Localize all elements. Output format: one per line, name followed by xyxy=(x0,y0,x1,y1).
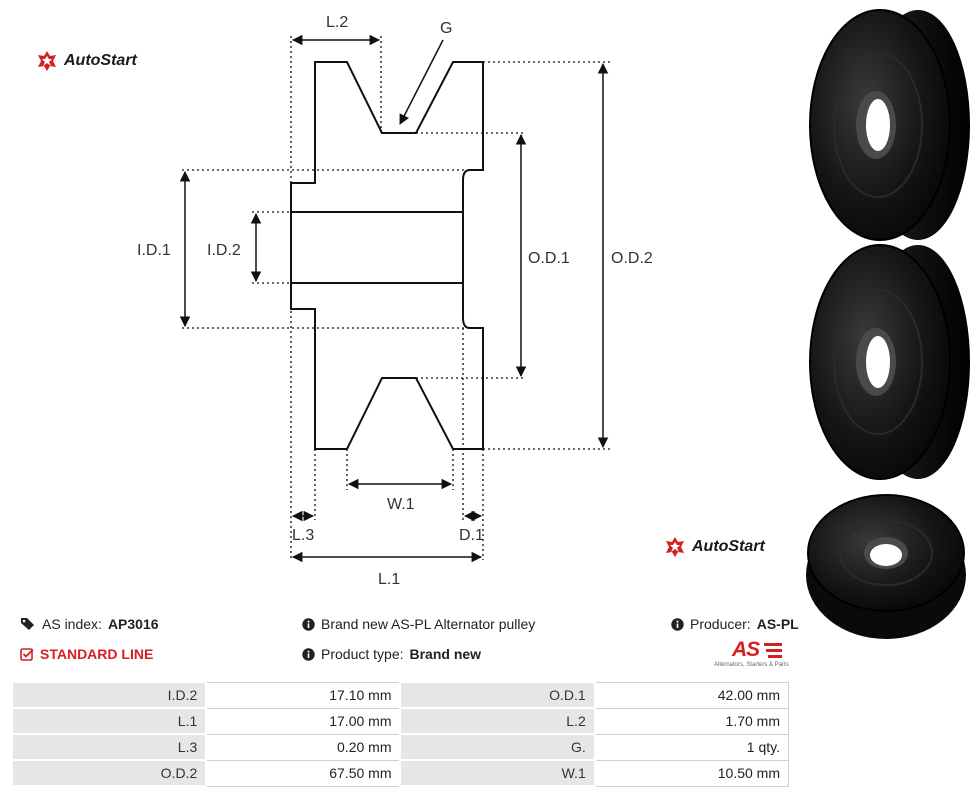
check-square-icon xyxy=(20,648,34,661)
spec-value: 67.50 mm xyxy=(205,759,401,787)
specs-table: I.D.2 17.10 mm O.D.1 42.00 mm L.1 17.00 … xyxy=(10,681,789,787)
product-photo-side-2 xyxy=(809,244,970,480)
standard-line-label: STANDARD LINE xyxy=(40,646,154,662)
product-type-value: Brand new xyxy=(409,646,482,662)
table-row: O.D.2 67.50 mm W.1 10.50 mm xyxy=(10,759,789,787)
dim-label-l1: L.1 xyxy=(378,571,400,588)
as-index-row: AS index: AP3016 xyxy=(20,616,159,632)
dim-label-od2: O.D.2 xyxy=(611,250,653,267)
table-row: I.D.2 17.10 mm O.D.1 42.00 mm xyxy=(10,681,789,709)
info-circle-icon xyxy=(671,617,684,631)
dim-label-d1: D.1 xyxy=(459,527,484,544)
dim-label-id1: I.D.1 xyxy=(137,242,171,259)
spec-label: O.D.2 xyxy=(10,759,208,787)
autostart-logo-text-secondary: AutoStart xyxy=(692,538,765,555)
spec-value: 1.70 mm xyxy=(594,707,789,735)
table-row: L.1 17.00 mm L.2 1.70 mm xyxy=(10,707,789,735)
spec-label: L.1 xyxy=(10,707,208,735)
spec-label: I.D.2 xyxy=(10,681,208,709)
as-pl-logo-stripe xyxy=(768,655,782,658)
as-index-label: AS index: xyxy=(42,616,102,632)
spec-label: W.1 xyxy=(399,759,596,787)
dim-label-g: G xyxy=(440,20,452,37)
product-photos xyxy=(806,9,970,639)
spec-value: 17.10 mm xyxy=(205,681,401,709)
spec-value: 42.00 mm xyxy=(594,681,789,709)
autostart-logo: AutoStart xyxy=(36,50,137,72)
autostart-logo-secondary: AutoStart xyxy=(664,536,765,558)
producer-row: Producer: AS-PL xyxy=(671,616,799,632)
spec-label: O.D.1 xyxy=(399,681,596,709)
spec-value: 0.20 mm xyxy=(205,733,401,761)
spec-value: 1 qty. xyxy=(594,733,789,761)
autostart-logo-mark xyxy=(38,51,56,71)
tags-icon xyxy=(21,618,34,630)
spec-label: L.2 xyxy=(399,707,596,735)
spec-value: 10.50 mm xyxy=(594,759,789,787)
product-photo-side-1 xyxy=(809,9,970,241)
standard-line-row: STANDARD LINE xyxy=(20,646,153,662)
description-row: Brand new AS-PL Alternator pulley xyxy=(302,616,535,632)
dim-label-od1: O.D.1 xyxy=(528,250,570,267)
info-circle-icon xyxy=(302,617,315,631)
spec-label: L.3 xyxy=(10,733,208,761)
as-pl-logo-stripe xyxy=(766,649,782,652)
pulley-technical-drawing: L.2 G I.D.1 I.D.2 O.D.1 O.D.2 W.1 L.3 D.… xyxy=(137,14,653,588)
dim-label-id2: I.D.2 xyxy=(207,242,241,259)
spec-value: 17.00 mm xyxy=(205,707,401,735)
as-pl-logo: AS Alternators, Starters & Parts xyxy=(714,638,794,672)
producer-value: AS-PL xyxy=(756,616,799,632)
dim-label-l3: L.3 xyxy=(292,527,314,544)
as-index-value: AP3016 xyxy=(107,616,159,632)
autostart-logo-text: AutoStart xyxy=(64,52,137,69)
as-pl-logo-tagline: Alternators, Starters & Parts xyxy=(714,662,789,668)
autostart-logo-mark-secondary xyxy=(666,537,684,557)
dim-label-w1: W.1 xyxy=(387,496,415,513)
description-text: Brand new AS-PL Alternator pulley xyxy=(321,616,536,632)
spec-label: G. xyxy=(399,733,596,761)
as-pl-logo-stripe xyxy=(764,643,782,646)
table-row: L.3 0.20 mm G. 1 qty. xyxy=(10,733,789,761)
product-type-label: Product type: xyxy=(321,646,404,662)
as-pl-logo-mark: AS xyxy=(732,638,760,661)
product-type-row: Product type: Brand new xyxy=(302,646,481,662)
producer-label: Producer: xyxy=(690,616,751,632)
info-circle-icon xyxy=(302,647,315,661)
product-photo-angled xyxy=(806,494,966,639)
dim-label-l2: L.2 xyxy=(326,14,348,31)
